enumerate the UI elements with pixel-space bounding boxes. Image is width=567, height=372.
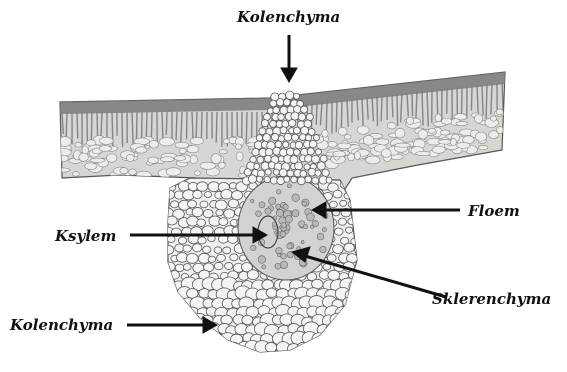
arrow-top-collenchyma (281, 35, 297, 82)
label-xylem: Ksylem (55, 229, 116, 244)
vascular-bundle (238, 176, 334, 280)
label-top-collenchyma: Kolenchyma (237, 10, 340, 25)
arrow-bottom-collenchyma (127, 317, 217, 333)
label-sclerenchyma: Sklerenchyma (432, 292, 551, 307)
label-bottom-collenchyma: Kolenchyma (10, 318, 113, 333)
label-phloem: Floem (468, 204, 520, 219)
